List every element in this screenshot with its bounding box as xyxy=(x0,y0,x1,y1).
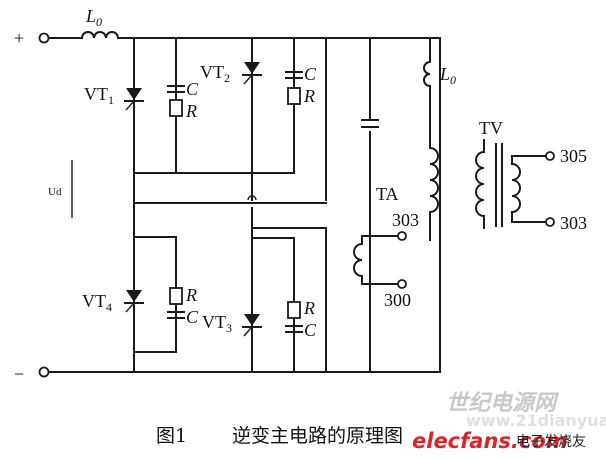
ta-terminal-bottom-label: 300 xyxy=(384,290,411,310)
output-inductor-label: L0 xyxy=(439,64,456,87)
wire-crossover xyxy=(247,195,257,201)
vt1-snubber xyxy=(167,85,185,117)
output-inductor xyxy=(423,37,432,149)
vt1-label: VT1 xyxy=(84,84,114,107)
thyristor-vt3 xyxy=(242,314,262,337)
vt3-resistor-label: R xyxy=(303,298,315,318)
ac-return-wire xyxy=(251,227,327,373)
tv-terminal-bottom-label: 303 xyxy=(560,213,587,233)
tv-terminal-bottom xyxy=(545,217,555,227)
load-frame-right xyxy=(325,37,441,373)
watermark-line2: www.21dianyuan.com xyxy=(466,411,606,430)
tv-core xyxy=(495,143,503,227)
vt1-capacitor-label: C xyxy=(186,79,199,99)
tv-secondary-winding xyxy=(510,155,547,223)
ta-terminal-top-label: 303 xyxy=(392,210,419,230)
vt2-resistor-label: R xyxy=(303,86,315,106)
vt4-capacitor-label: C xyxy=(186,307,199,327)
compensation-capacitor xyxy=(361,119,379,128)
vt3-label: VT3 xyxy=(202,312,232,335)
current-transformer-label: TA xyxy=(376,184,399,204)
vt2-label: VT2 xyxy=(200,62,230,85)
watermark-site: elecfans.com xyxy=(412,429,568,453)
thyristor-vt2 xyxy=(242,62,262,85)
vt4-snubber xyxy=(167,287,185,319)
output-transformer-label: TV xyxy=(479,118,503,138)
thyristor-vt4 xyxy=(124,290,144,313)
watermark-line1: 世纪电源网 xyxy=(446,391,559,416)
ta-terminal-top xyxy=(397,231,407,241)
positive-terminal xyxy=(38,32,50,44)
dc-voltage-label: Ud xyxy=(48,186,62,198)
vt2-snubber xyxy=(285,71,303,105)
negative-terminal-label: − xyxy=(14,364,24,384)
tv-terminal-top xyxy=(545,151,555,161)
load-capacitor-top-wire xyxy=(325,37,371,119)
ta-winding xyxy=(353,235,399,285)
vt4-label: VT4 xyxy=(82,291,112,314)
vt3-snubber xyxy=(285,301,303,333)
negative-terminal xyxy=(38,366,50,378)
input-inductor-label: L0 xyxy=(85,6,102,29)
tv-primary-winding xyxy=(428,146,439,229)
watermark-brand: 电子发烧友 xyxy=(516,434,586,450)
vt3-snubber-loop xyxy=(251,237,295,373)
thyristor-vt1 xyxy=(124,88,144,111)
vt4-resistor-label: R xyxy=(185,285,197,305)
positive-terminal-label: + xyxy=(14,28,24,48)
tv-winding xyxy=(475,139,486,229)
tv-terminal-top-label: 305 xyxy=(560,146,587,166)
vt3-capacitor-label: C xyxy=(304,320,317,340)
figure-number: 图1 xyxy=(156,425,187,447)
vt2-capacitor-label: C xyxy=(304,64,317,84)
ta-terminal-bottom xyxy=(397,279,407,289)
vt1-resistor-label: R xyxy=(185,101,197,121)
figure-title: 逆变主电路的原理图 xyxy=(232,425,403,447)
vt2-snubber-loop xyxy=(251,37,295,174)
